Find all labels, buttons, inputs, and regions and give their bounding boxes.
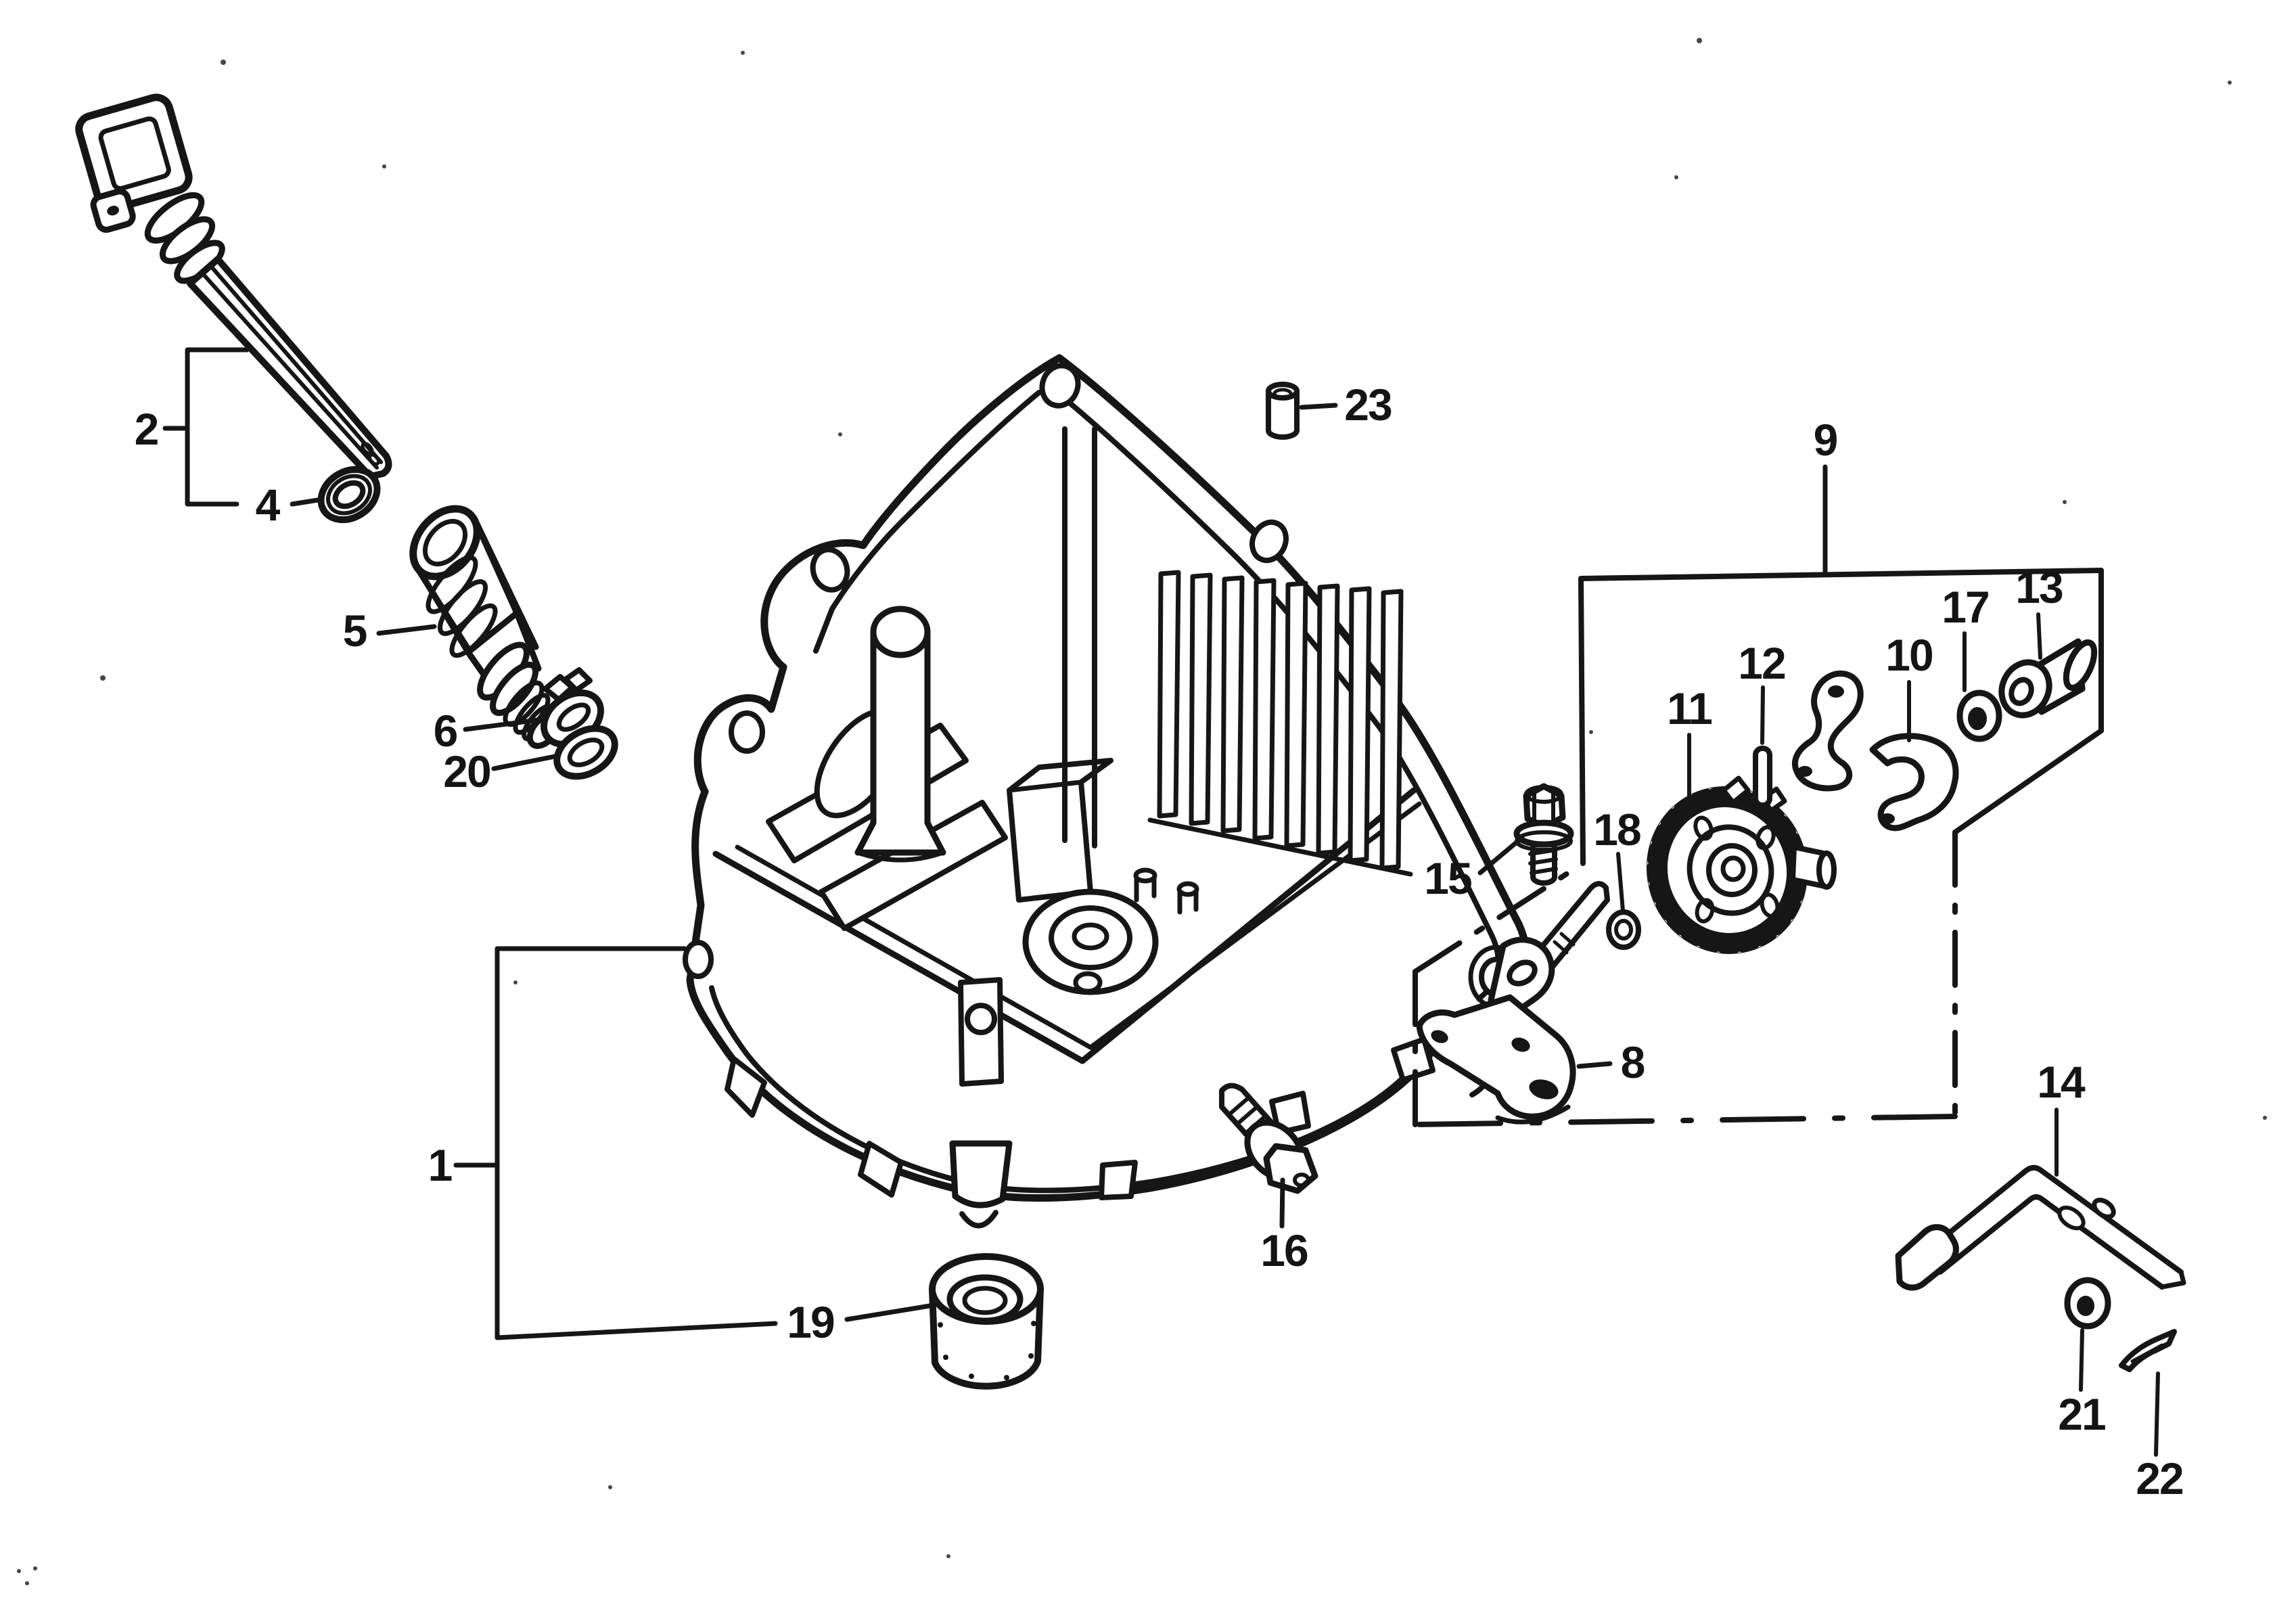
dowel-pin-23 <box>1266 382 1300 440</box>
washer-20 <box>553 725 618 780</box>
part-label-8: 8 <box>1621 1037 1645 1087</box>
leader-18 <box>1616 852 1625 913</box>
governor-group-box <box>1413 568 2104 1127</box>
part-label-18: 18 <box>1593 805 1640 855</box>
leader-5 <box>376 624 437 636</box>
part-label-14: 14 <box>2037 1057 2086 1107</box>
leader-13 <box>2036 612 2042 660</box>
part-label-4: 4 <box>256 480 281 530</box>
leader-12 <box>1760 685 1765 745</box>
part-label-15: 15 <box>1424 853 1471 903</box>
part-label-5: 5 <box>343 606 367 656</box>
filler-tube <box>409 505 561 749</box>
part-label-9: 9 <box>1814 415 1837 465</box>
part-label-21: 21 <box>2058 1389 2105 1439</box>
part-label-1: 1 <box>428 1140 452 1190</box>
part-label-6: 6 <box>434 706 457 756</box>
leader-21 <box>2079 1328 2084 1392</box>
weight-pin-12 <box>1753 746 1772 808</box>
part-label-19: 19 <box>787 1297 834 1347</box>
part-label-16: 16 <box>1260 1225 1308 1275</box>
flyweight-10 <box>1869 733 1959 832</box>
part-label-22: 22 <box>2136 1453 2183 1503</box>
washer-4 <box>317 466 381 524</box>
photocopy-speckles <box>17 38 2267 1585</box>
clip-22 <box>2119 1329 2177 1372</box>
leader-1 <box>495 946 778 1340</box>
leader-8 <box>1576 1061 1613 1069</box>
leader-20 <box>491 754 557 771</box>
leader-4 <box>290 497 321 507</box>
leader-23 <box>1299 403 1338 410</box>
leader-16 <box>1279 1177 1285 1229</box>
part-label-13: 13 <box>2015 562 2063 612</box>
governor-rod-14 <box>1895 1164 2186 1291</box>
bolt-16 <box>1219 1083 1318 1194</box>
oil-pan <box>683 354 1531 1229</box>
washer-18 <box>1606 909 1641 950</box>
leader-19 <box>844 1303 932 1322</box>
part-label-17: 17 <box>1942 582 1988 632</box>
leader-15 <box>1477 835 1525 876</box>
part-label-23: 23 <box>1344 380 1392 430</box>
governor-arm-8 <box>1416 881 1610 1125</box>
bushing-13 <box>1998 638 2098 719</box>
leader-2 <box>185 347 250 507</box>
flyweight-left <box>1792 671 1864 792</box>
leader-22 <box>2154 1372 2160 1457</box>
part-label-20: 20 <box>443 746 490 796</box>
washer-17 <box>1956 689 2002 742</box>
leader-6 <box>463 717 541 732</box>
part-label-12: 12 <box>1738 638 1785 688</box>
governor-gear-11 <box>1646 775 1837 954</box>
bolt-15 <box>1513 783 1574 886</box>
dipstick <box>75 93 392 480</box>
part-label-2: 2 <box>135 404 158 454</box>
part-label-10: 10 <box>1885 630 1932 680</box>
oil-seal-19 <box>929 1253 1044 1390</box>
washer-21 <box>2064 1277 2111 1330</box>
part-label-11: 11 <box>1667 683 1712 733</box>
